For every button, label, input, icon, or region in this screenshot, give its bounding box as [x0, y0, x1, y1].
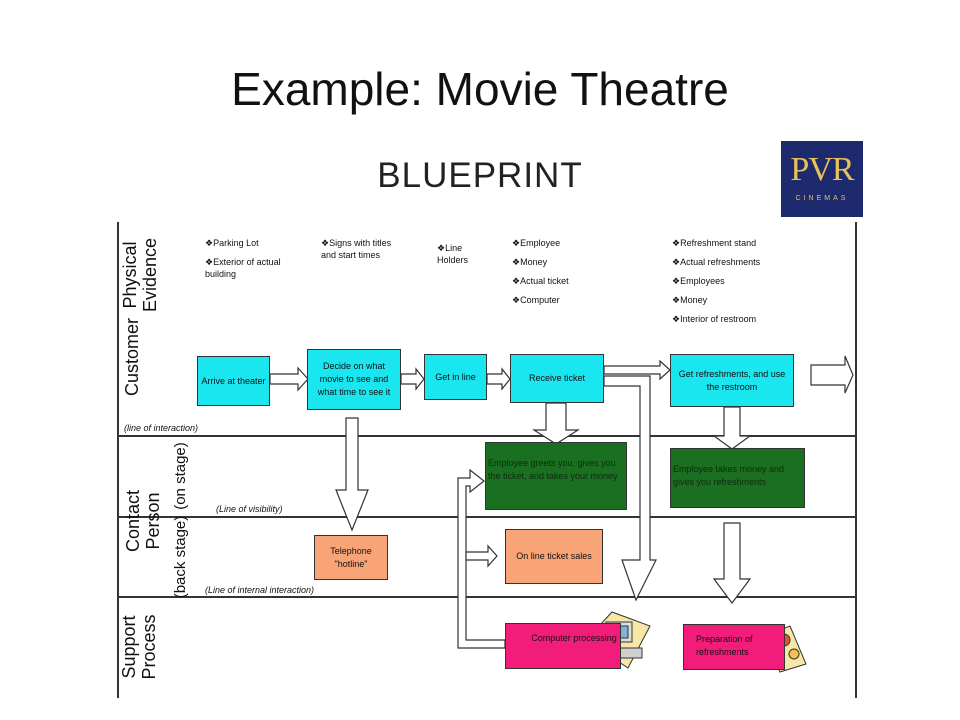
label-line-of-interaction: (line of interaction) — [124, 423, 199, 433]
evidence-item: ❖Computer — [512, 295, 560, 305]
step-arrive-at-theater: Arrive at theater — [197, 356, 270, 406]
arrow-loop-to-online — [465, 544, 498, 568]
arrow-receive-to-refresh — [603, 359, 671, 381]
evidence-list-4: ❖Employee ❖Money ❖Actual ticket ❖Compute… — [512, 237, 622, 313]
arrow-refresh-to-employee — [712, 406, 752, 450]
arrow-employee-to-prep — [712, 522, 752, 604]
label-line-of-visibility: (Line of visibility) — [216, 504, 283, 514]
arrow-support-loop — [457, 468, 506, 649]
evidence-list-2: ❖Signs with titles and start times — [321, 237, 401, 268]
blueprint-frame — [117, 222, 857, 698]
line-of-interaction — [117, 435, 855, 437]
evidence-item: ❖Actual refreshments — [672, 257, 761, 267]
arrow-return-loop — [603, 375, 657, 602]
backstage-online-ticket-sales: On line ticket sales — [505, 529, 603, 584]
page-title: Example: Movie Theatre — [231, 63, 729, 115]
evidence-list-5: ❖Refreshment stand ❖Actual refreshments … — [672, 237, 802, 332]
arrow-decide-to-line — [400, 367, 425, 391]
evidence-item: ❖Signs with titles and start times — [321, 238, 392, 260]
support-preparation-refreshments: Preparation of refreshments — [683, 624, 785, 670]
evidence-item: ❖Employee — [512, 238, 561, 248]
evidence-item: ❖Refreshment stand — [672, 238, 757, 248]
arrow-exit — [810, 355, 854, 394]
arrow-receive-to-greet — [531, 402, 581, 445]
evidence-item: ❖Actual ticket — [512, 276, 569, 286]
logo-main-text: PVR — [790, 151, 854, 188]
evidence-item: ❖Parking Lot — [205, 238, 259, 248]
step-decide-movie: Decide on what movie to see and what tim… — [307, 349, 401, 410]
evidence-item: ❖Money — [672, 295, 708, 305]
evidence-list-3: ❖Line Holders — [437, 242, 477, 273]
arrow-line-to-receive — [486, 367, 511, 391]
step-get-refreshments: Get refreshments, and use the restroom — [670, 354, 794, 407]
arrow-decide-to-hotline — [335, 417, 369, 532]
logo-sub-text: CINEMAS — [795, 195, 849, 202]
evidence-item: ❖Line Holders — [437, 243, 469, 265]
label-line-of-internal-interaction: (Line of internal interaction) — [205, 585, 315, 595]
onstage-employee-takes-money: Employee takes money and gives you refre… — [670, 448, 805, 508]
arrow-arrive-to-decide — [269, 366, 309, 392]
page-subtitle: BLUEPRINT — [377, 156, 583, 195]
step-get-in-line: Get in line — [424, 354, 487, 400]
evidence-item: ❖Interior of restroom — [672, 314, 757, 324]
evidence-item: ❖Employees — [672, 276, 725, 286]
step-receive-ticket: Receive ticket — [510, 354, 604, 403]
evidence-item: ❖Money — [512, 257, 548, 267]
evidence-list-1: ❖Parking Lot ❖Exterior of actual buildin… — [205, 237, 305, 287]
support-computer-processing: Computer processing — [505, 623, 621, 669]
line-of-internal-interaction — [117, 596, 855, 598]
evidence-item: ❖Exterior of actual building — [205, 257, 281, 279]
onstage-employee-greets: Employee greets you, gives you the ticke… — [485, 442, 627, 510]
pvr-logo: PVR CINEMAS — [781, 141, 863, 217]
line-of-visibility — [117, 516, 855, 518]
backstage-telephone-hotline: Telephone "hotline" — [314, 535, 388, 580]
